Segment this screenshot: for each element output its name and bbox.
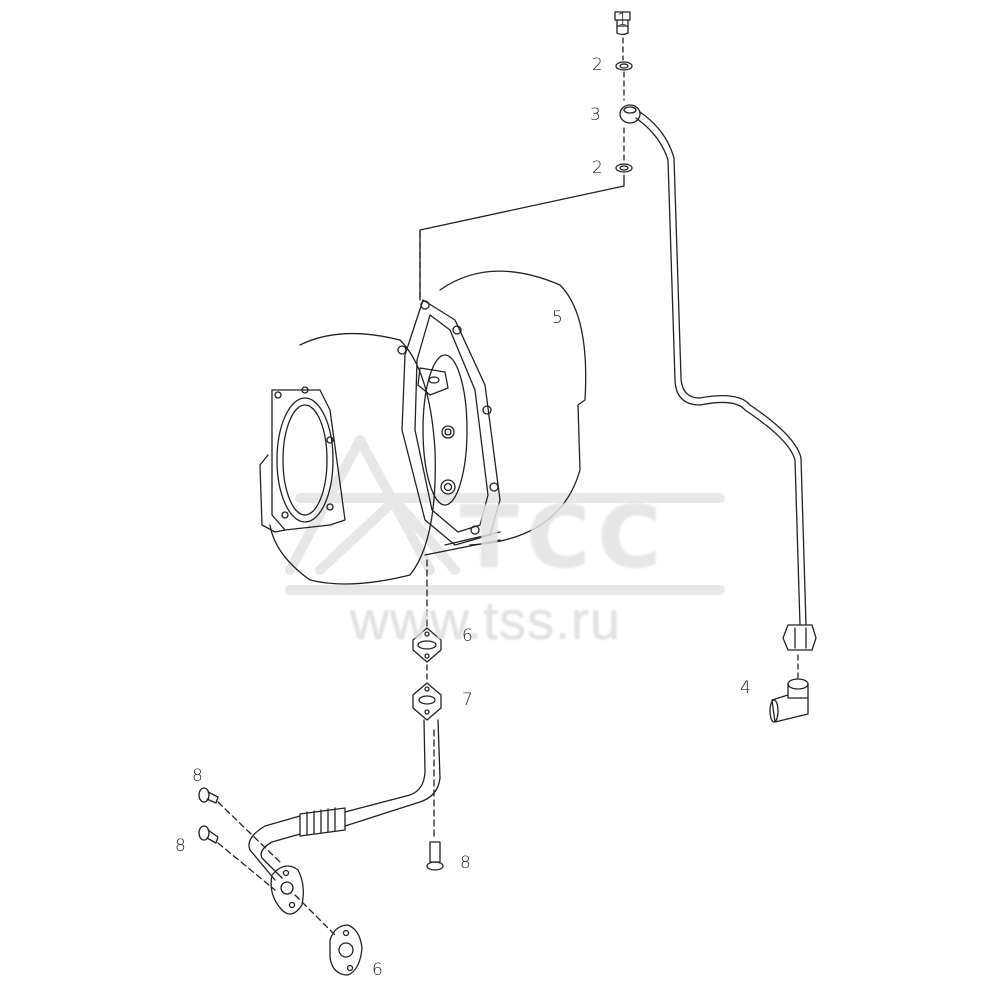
callout-4: 4: [740, 678, 751, 698]
callout-2-upper: 2: [592, 55, 603, 75]
callout-5: 5: [552, 308, 563, 328]
bolt-icon: [198, 825, 219, 844]
callout-1: 1: [617, 10, 628, 30]
callout-6-lower: 6: [372, 960, 383, 980]
gasket-icon: [412, 627, 442, 663]
callout-6-upper: 6: [462, 626, 473, 646]
oil-drain-pipe-icon: [248, 682, 442, 915]
bolt-icon: [198, 787, 219, 804]
banjo-bolt-icon: [614, 11, 631, 36]
watermark-logo-icon: [285, 435, 725, 595]
callout-7: 7: [462, 690, 473, 710]
callout-2-lower: 2: [592, 158, 603, 178]
bolt-icon: [426, 841, 444, 871]
callout-8-right: 8: [460, 853, 471, 873]
callout-8-upper-left: 8: [192, 766, 203, 786]
washer-icon: [615, 61, 633, 71]
callout-8-lower-left: 8: [175, 836, 186, 856]
callout-3: 3: [590, 105, 601, 125]
gasket-icon: [329, 924, 363, 976]
oil-feed-pipe-icon: [635, 111, 817, 651]
turbocharger-icon: [259, 270, 587, 585]
elbow-adapter-icon: [769, 678, 809, 723]
washer-icon: [615, 163, 633, 173]
banjo-fitting-icon: [619, 104, 641, 124]
